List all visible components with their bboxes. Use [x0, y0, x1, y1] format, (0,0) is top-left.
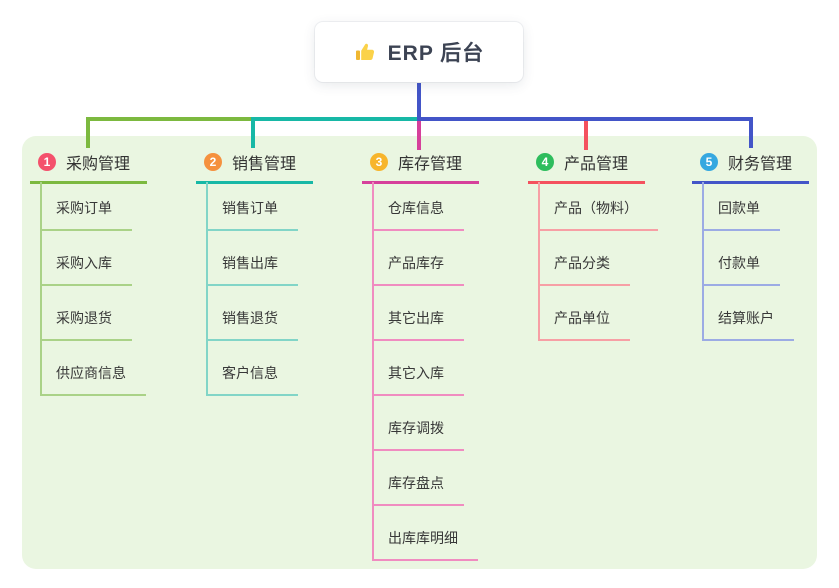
branch-inventory-spine — [372, 182, 374, 561]
branches-background-panel — [22, 136, 817, 569]
branch-inventory-label: 库存管理 — [398, 156, 463, 173]
sales-order-node[interactable]: 销售订单 — [206, 197, 298, 231]
branch-inventory: 3 库存管理 仓库信息 产品库存 其它出库 其它入库 库存调拨 库存盘点 出库库… — [362, 146, 479, 561]
purchase-order-node[interactable]: 采购订单 — [40, 197, 132, 231]
product-category-node[interactable]: 产品分类 — [538, 252, 630, 286]
product-stock-node[interactable]: 产品库存 — [372, 252, 464, 286]
inout-detail-node[interactable]: 出库库明细 — [372, 527, 478, 561]
other-inbound-node[interactable]: 其它入库 — [372, 362, 464, 396]
branch-finance-spine — [702, 182, 704, 341]
purchase-inbound-node[interactable]: 采购入库 — [40, 252, 132, 286]
branch-sales: 2 销售管理 销售订单 销售出库 销售退货 客户信息 — [196, 146, 313, 396]
branch-sales-spine — [206, 182, 208, 396]
branch-purchase-title[interactable]: 1 采购管理 — [30, 146, 147, 184]
product-material-node[interactable]: 产品（物料） — [538, 197, 658, 231]
thumbs-up-icon — [354, 40, 378, 64]
branch-product: 4 产品管理 产品（物料） 产品分类 产品单位 — [528, 146, 658, 341]
branch-inventory-title[interactable]: 3 库存管理 — [362, 146, 479, 184]
settlement-account-node[interactable]: 结算账户 — [702, 307, 794, 341]
branch-product-spine — [538, 182, 540, 341]
badge-5: 5 — [700, 153, 718, 171]
badge-1: 1 — [38, 153, 56, 171]
badge-3: 3 — [370, 153, 388, 171]
product-unit-node[interactable]: 产品单位 — [538, 307, 630, 341]
stock-count-node[interactable]: 库存盘点 — [372, 472, 464, 506]
badge-4: 4 — [536, 153, 554, 171]
branch-finance-title[interactable]: 5 财务管理 — [692, 146, 809, 184]
root-node-label: ERP 后台 — [387, 42, 485, 65]
branch-finance-label: 财务管理 — [728, 156, 793, 173]
sales-outbound-node[interactable]: 销售出库 — [206, 252, 298, 286]
purchase-return-node[interactable]: 采购退货 — [40, 307, 132, 341]
root-node-erp[interactable]: ERP 后台 — [315, 22, 523, 82]
supplier-info-node[interactable]: 供应商信息 — [40, 362, 146, 396]
collection-receipt-node[interactable]: 回款单 — [702, 197, 780, 231]
branch-product-title[interactable]: 4 产品管理 — [528, 146, 645, 184]
branch-sales-title[interactable]: 2 销售管理 — [196, 146, 313, 184]
branch-purchase: 1 采购管理 采购订单 采购入库 采购退货 供应商信息 — [30, 146, 147, 396]
branch-sales-label: 销售管理 — [232, 156, 297, 173]
branch-finance: 5 财务管理 回款单 付款单 结算账户 — [692, 146, 809, 341]
stock-transfer-node[interactable]: 库存调拨 — [372, 417, 464, 451]
customer-info-node[interactable]: 客户信息 — [206, 362, 298, 396]
payment-slip-node[interactable]: 付款单 — [702, 252, 780, 286]
badge-2: 2 — [204, 153, 222, 171]
other-outbound-node[interactable]: 其它出库 — [372, 307, 464, 341]
branch-purchase-label: 采购管理 — [66, 156, 131, 173]
sales-return-node[interactable]: 销售退货 — [206, 307, 298, 341]
branch-product-label: 产品管理 — [564, 156, 629, 173]
branch-purchase-spine — [40, 182, 42, 396]
warehouse-info-node[interactable]: 仓库信息 — [372, 197, 464, 231]
